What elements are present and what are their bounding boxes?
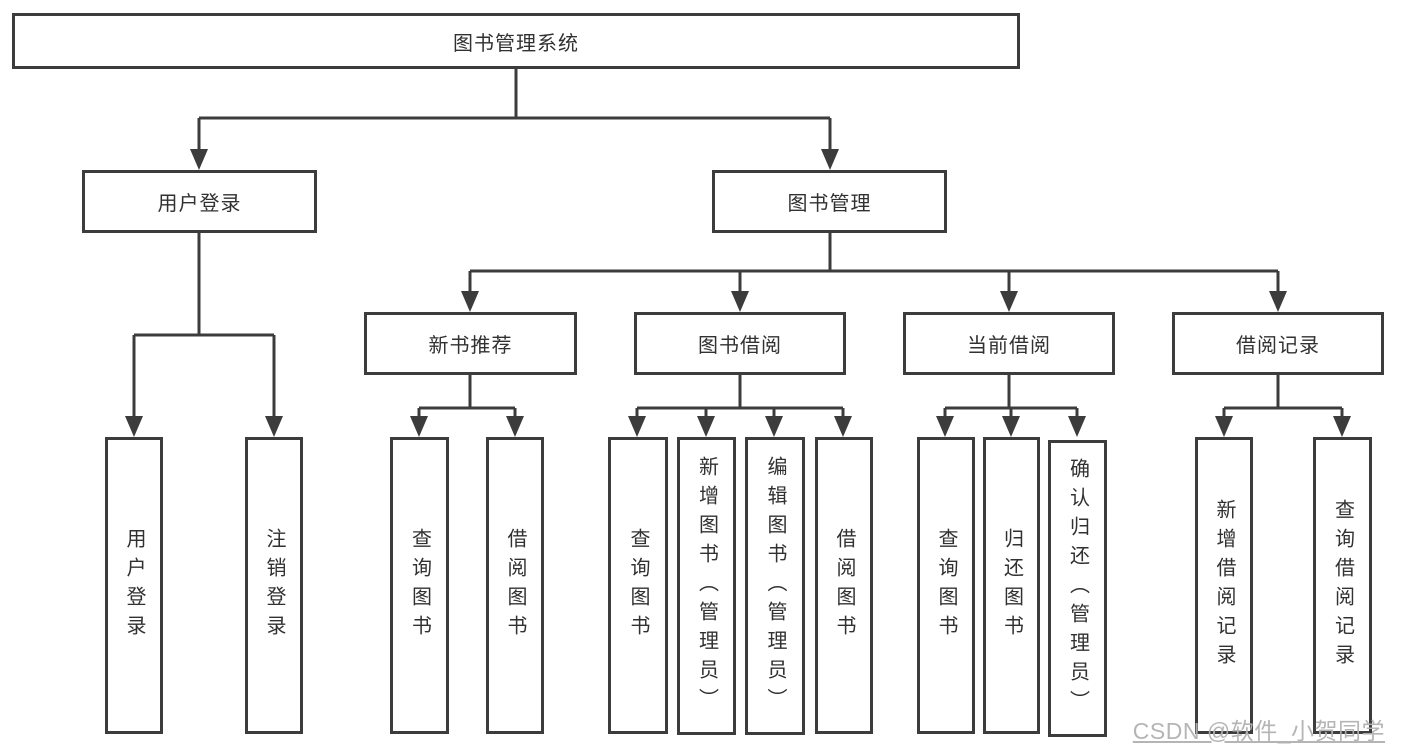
leaf-borrow-edit-books-admin: 编辑图书（管理员） bbox=[745, 437, 805, 735]
node-book-management: 图书管理 bbox=[712, 170, 947, 233]
csdn-watermark: CSDN @软件_小贺同学 bbox=[1132, 718, 1385, 744]
leaf-user-login: 用户登录 bbox=[105, 437, 163, 734]
node-book-borrowing: 图书借阅 bbox=[634, 312, 846, 375]
node-user-login: 用户登录 bbox=[82, 170, 317, 233]
leaf-borrow-add-books-admin: 新增图书（管理员） bbox=[677, 437, 736, 735]
node-new-book-recommendation: 新书推荐 bbox=[364, 312, 577, 375]
node-borrowing-records: 借阅记录 bbox=[1172, 312, 1384, 375]
leaf-borrow-borrow-books: 借阅图书 bbox=[815, 437, 873, 734]
leaf-current-query-books: 查询图书 bbox=[917, 437, 975, 734]
leaf-record-query-borrow-record: 查询借阅记录 bbox=[1313, 437, 1372, 734]
arrowhead-icons bbox=[125, 149, 1351, 437]
leaf-borrow-query-books: 查询图书 bbox=[608, 437, 668, 734]
tree-edges bbox=[132, 69, 1344, 419]
leaf-newbook-borrow-books: 借阅图书 bbox=[486, 437, 544, 734]
leaf-current-return-books: 归还图书 bbox=[983, 437, 1040, 734]
leaf-current-confirm-return-admin: 确认归还（管理员） bbox=[1048, 440, 1107, 737]
node-root: 图书管理系统 bbox=[12, 13, 1020, 69]
node-current-borrowing: 当前借阅 bbox=[903, 312, 1115, 375]
leaf-newbook-query-books: 查询图书 bbox=[390, 437, 449, 734]
leaf-record-add-borrow-record: 新增借阅记录 bbox=[1195, 437, 1253, 734]
leaf-logout: 注销登录 bbox=[245, 437, 303, 734]
